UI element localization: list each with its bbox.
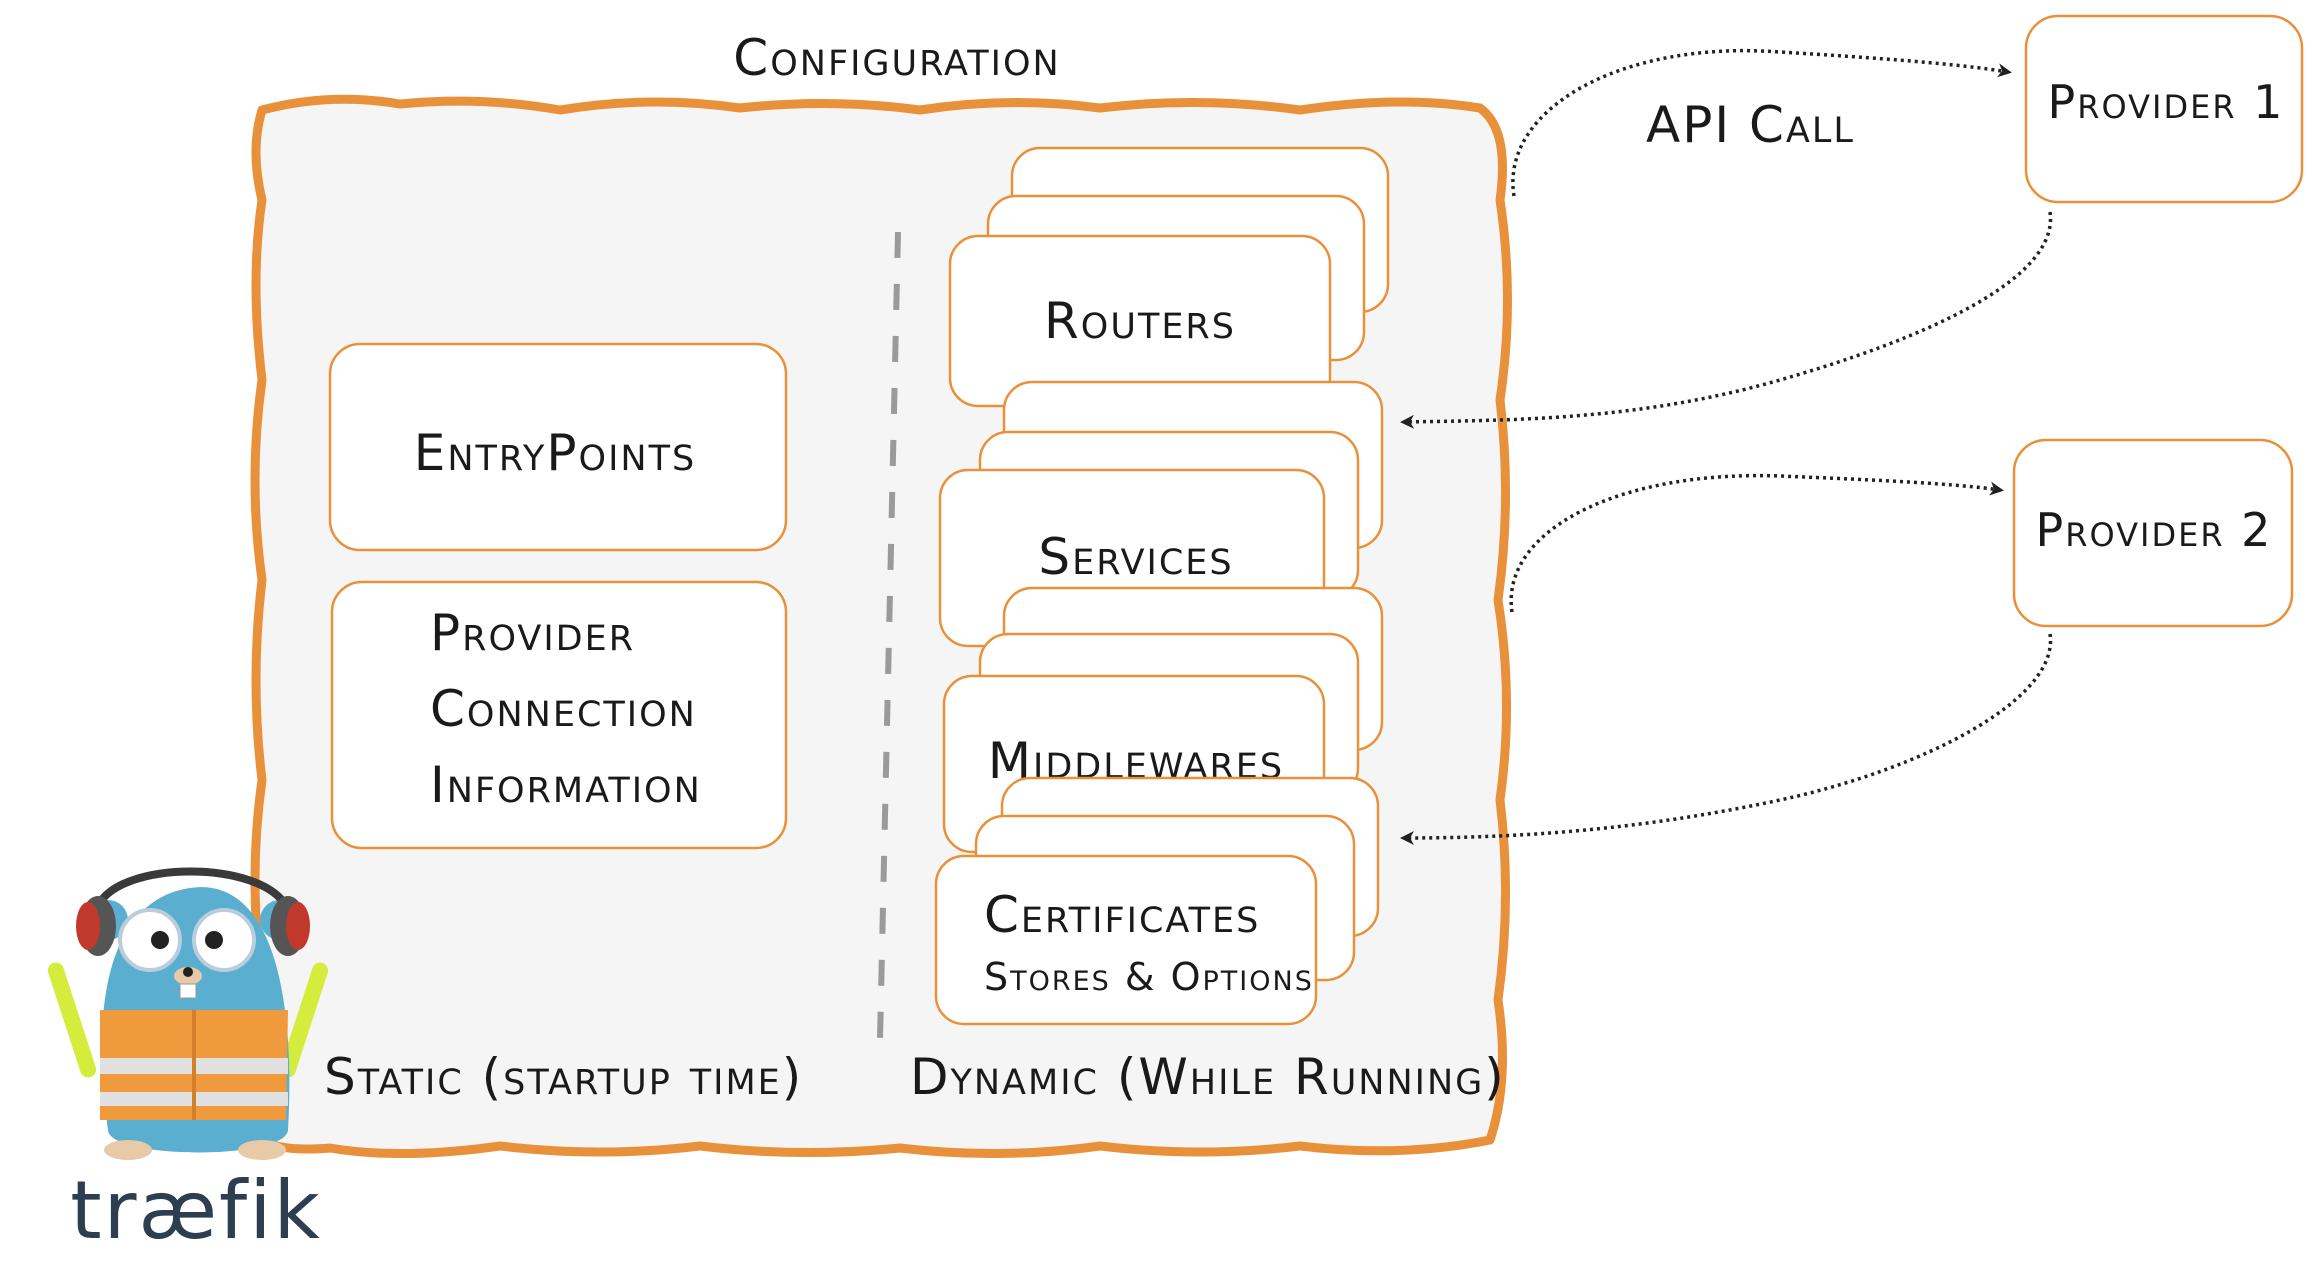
entrypoints-label: EntryPoints [414,424,696,482]
provider-info-line-2: Connection [430,680,697,738]
routers-label: Routers [1044,292,1236,350]
provider-2-to-certificates-arrow [1400,633,2053,845]
provider-info-line-1: Provider [430,604,635,662]
api-call-arrow-to-provider-1 [1511,49,2012,197]
provider-connection-box [330,580,788,850]
certificates-stack [934,776,1380,1026]
routers-stack [948,146,1390,408]
middlewares-stack [942,586,1384,854]
configuration-title: Configuration [733,29,1060,87]
traefik-gopher-mascot [47,867,329,1160]
api-call-label: API Call [1646,96,1855,154]
provider-2-label: Provider 2 [2036,503,2273,557]
provider-1-box [2024,14,2304,204]
certificates-label: Certificates [984,886,1260,944]
provider-2-box [2012,438,2294,628]
certificates-sub-label: Stores & Options [984,955,1314,999]
services-label: Services [1038,528,1233,586]
provider-1-to-routers-arrow [1400,211,2053,429]
provider-1-label: Provider 1 [2048,75,2285,129]
traefik-logo: træfik [70,1164,322,1257]
static-caption: Static (startup time) [324,1048,803,1106]
provider-info-line-3: Information [430,756,702,814]
api-call-arrow-to-provider-2 [1509,473,2004,613]
dynamic-caption: Dynamic (While Running) [910,1048,1506,1106]
entrypoints-box [328,342,788,552]
